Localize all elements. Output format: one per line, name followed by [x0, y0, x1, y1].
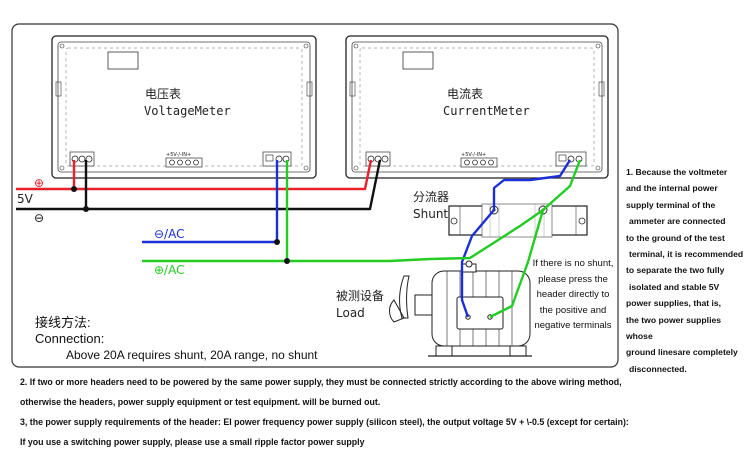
currentmeter-power-terminal-label: +5V-/-IN+ — [461, 152, 486, 158]
side-note-line: disconnected. — [629, 363, 687, 374]
side-note-line: and the internal power — [626, 183, 718, 194]
no-shunt-note-line: please press the — [538, 273, 608, 285]
currentmeter-title-en: CurrentMeter — [443, 104, 530, 118]
side-note-line: power supplies, that is, — [626, 298, 722, 309]
shunt-label-en: Shunt — [413, 207, 448, 221]
voltmeter-power-terminal-label: +5V-/-IN+ — [166, 152, 191, 158]
bottom-note-line: 3, the power supply requirements of the … — [20, 417, 629, 427]
bottom-note-line: 2. If two or more headers need to be pow… — [20, 377, 622, 387]
junction-black — [83, 206, 89, 212]
connection-title-en: Connection: — [35, 331, 105, 346]
no-shunt-note: If there is no shunt, please press the h… — [524, 256, 622, 334]
no-shunt-note-line: the positive and — [539, 304, 607, 316]
side-note-line: to separate the two fully — [626, 265, 725, 276]
ac-plus-label: ⊕/AC — [154, 263, 184, 277]
wire-black-ignd — [86, 159, 382, 211]
load-label-en: Load — [336, 306, 365, 320]
no-shunt-note-line: negative terminals — [534, 320, 612, 332]
wire-red-iplus — [74, 159, 373, 191]
load-motor — [389, 260, 532, 357]
junction-green — [284, 258, 290, 264]
ac-minus-label: ⊖/AC — [154, 227, 184, 241]
shunt-label-cn: 分流器 — [413, 190, 449, 204]
junction-red — [71, 186, 77, 192]
side-note-line: 1. Because the voltmeter — [626, 167, 728, 177]
side-note-line: to the ground of the test — [626, 232, 725, 243]
wire-blue-motor — [460, 209, 495, 318]
load-label-cn: 被测设备 — [336, 289, 384, 303]
no-shunt-note-line: If there is no shunt, — [532, 258, 614, 269]
wire-green-motor — [489, 209, 545, 319]
bottom-notes: 2. If two or more headers need to be pow… — [20, 372, 745, 452]
outer-frame — [11, 23, 619, 368]
connection-text: Above 20A requires shunt, 20A range, no … — [66, 348, 318, 362]
supply-plus-symbol: ⊕ — [34, 176, 44, 190]
connection-title-cn: 接线方法: — [35, 315, 91, 330]
side-note-line: isolated and stable 5V — [629, 281, 720, 292]
shunt: 分流器 Shunt — [413, 190, 588, 238]
supply-minus-symbol: ⊖ — [34, 211, 44, 225]
voltmeter-title-cn: 电压表 — [145, 87, 181, 101]
side-note-line: ground linesare completely — [626, 347, 738, 358]
bottom-note-line: otherwise the headers, power supply equi… — [20, 397, 381, 407]
current-meter: 电流表 CurrentMeter +5V-/-IN+ — [345, 35, 609, 179]
voltmeter: 电压表 VoltageMeter +5V-/-IN+ — [51, 35, 317, 179]
wire-green-meter — [542, 159, 582, 211]
side-note-line: ammeter are connected — [629, 216, 726, 227]
wire-green-shunt — [287, 209, 544, 263]
side-note-line: supply terminal of the — [626, 199, 716, 210]
currentmeter-title-cn: 电流表 — [447, 87, 483, 101]
side-note: 1. Because the voltmeter and the interna… — [626, 164, 750, 377]
bottom-note-line: If you use a switching power supply, ple… — [20, 437, 365, 447]
side-note-line: the two power supplies whose — [626, 314, 722, 342]
junction-blue — [274, 239, 280, 245]
side-note-line: terminal, it is recommended — [629, 249, 744, 260]
voltmeter-title-en: VoltageMeter — [144, 104, 231, 118]
supply-voltage-label: 5V — [17, 192, 34, 206]
wire-blue-shunt — [492, 159, 572, 210]
no-shunt-note-line: header directly to — [536, 289, 610, 301]
